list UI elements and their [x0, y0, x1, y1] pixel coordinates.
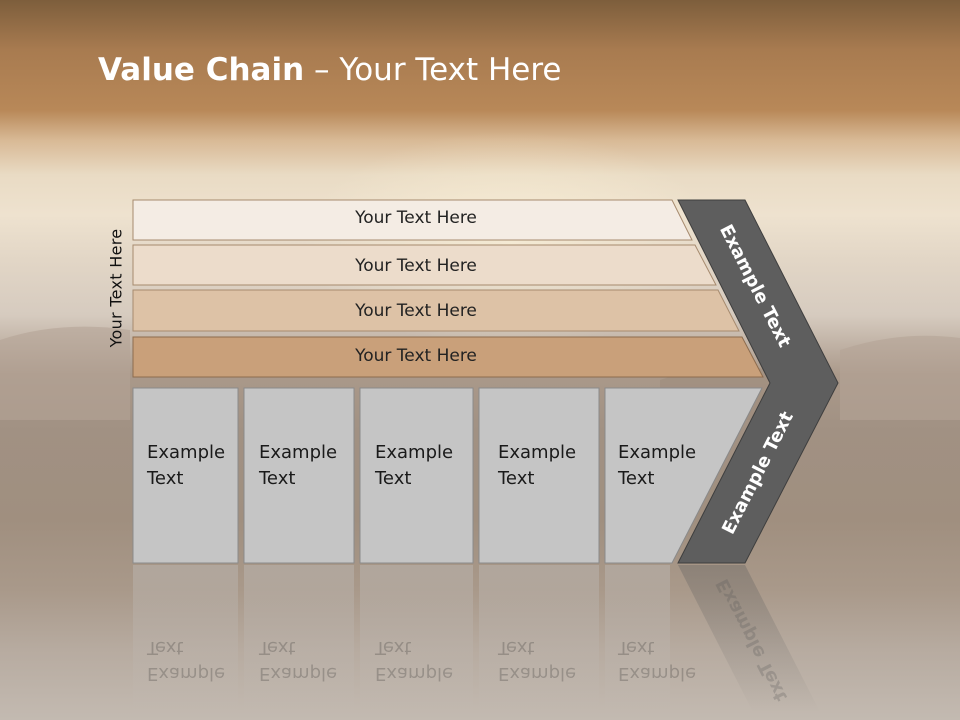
bar-1-label: Your Text Here [355, 208, 477, 228]
box-reflection-3 [360, 565, 473, 715]
box-5-ref-line-1: Example [618, 663, 697, 684]
bar-3-label: Your Text Here [355, 301, 477, 321]
box-1-ref-line-2: Text [147, 637, 184, 658]
bar-1[interactable] [132, 199, 693, 241]
box-reflection-4 [479, 565, 599, 715]
slide-title: Value Chain – Your Text Here [98, 52, 561, 88]
box-1-line-1: Example [147, 442, 226, 463]
box-5-line-2: Text [618, 468, 655, 489]
box-3-line-2: Text [375, 468, 412, 489]
example-box-3[interactable] [359, 387, 474, 564]
box-2-reflection-label: Example Text [259, 634, 337, 686]
bar-4[interactable] [132, 336, 764, 378]
box-3-ref-line-1: Example [375, 663, 454, 684]
box-1-ref-line-1: Example [147, 663, 226, 684]
example-box-1[interactable] [132, 387, 239, 564]
box-2-line-2: Text [259, 468, 296, 489]
box-reflection-5 [605, 565, 670, 715]
chevron-reflection [678, 565, 820, 712]
box-1-line-2: Text [147, 468, 184, 489]
box-5-line-1: Example [618, 442, 697, 463]
box-3-line-1: Example [375, 442, 454, 463]
box-reflection-1 [133, 565, 238, 715]
bar-3[interactable] [132, 289, 740, 332]
chevron-arrow[interactable] [677, 199, 839, 564]
box-5-reflection-label: Example Text [618, 634, 696, 686]
box-4-reflection-label: Example Text [498, 634, 576, 686]
box-2-ref-line-1: Example [259, 663, 338, 684]
bar-2-label: Your Text Here [355, 256, 477, 276]
title-rest: – Your Text Here [304, 52, 562, 88]
bar-2[interactable] [132, 244, 717, 286]
box-4-ref-line-2: Text [498, 637, 535, 658]
box-5-ref-line-2: Text [618, 637, 655, 658]
box-3-ref-line-2: Text [375, 637, 412, 658]
box-reflection-2 [244, 565, 354, 715]
example-box-4[interactable] [478, 387, 600, 564]
box-2-line-1: Example [259, 442, 338, 463]
box-3-reflection-label: Example Text [375, 634, 453, 686]
box-1-reflection-label: Example Text [147, 634, 225, 686]
box-4-line-2: Text [498, 468, 535, 489]
example-box-2[interactable] [243, 387, 355, 564]
box-4-line-1: Example [498, 442, 577, 463]
title-bold: Value Chain [98, 52, 305, 88]
box-2-ref-line-2: Text [259, 637, 296, 658]
box-4-ref-line-1: Example [498, 663, 577, 684]
example-box-5[interactable] [604, 387, 763, 564]
bar-4-label: Your Text Here [355, 346, 477, 366]
